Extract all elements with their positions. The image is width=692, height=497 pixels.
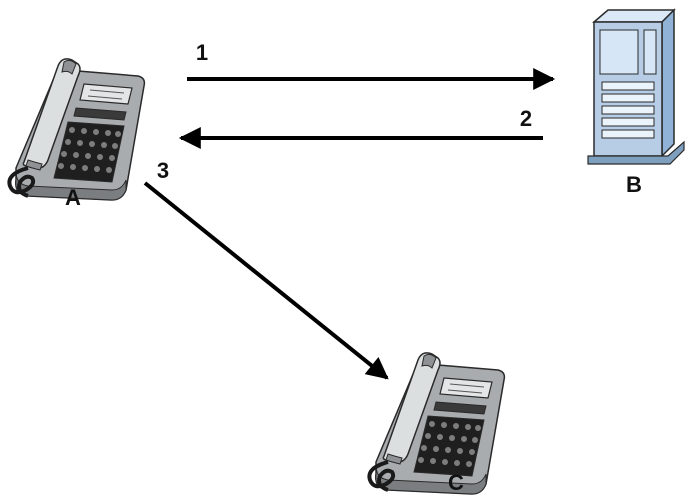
desk-phone-icon	[367, 350, 507, 496]
arrow-1-label: 1	[196, 40, 208, 65]
arrow-3: 3	[143, 158, 389, 380]
node-c: C	[367, 350, 507, 496]
arrow-3-line	[143, 181, 389, 380]
node-c-label: C	[448, 470, 464, 495]
arrow-2: 2	[178, 106, 543, 149]
node-b: B	[587, 9, 685, 197]
node-b-label: B	[626, 172, 642, 197]
node-a-label: A	[65, 185, 81, 210]
server-tower-icon	[587, 9, 685, 165]
arrow-3-label: 3	[157, 158, 169, 183]
arrow-1: 1	[187, 40, 556, 90]
arrow-2-label: 2	[520, 106, 532, 131]
node-a: A	[7, 56, 147, 210]
desk-phone-icon	[7, 56, 147, 202]
